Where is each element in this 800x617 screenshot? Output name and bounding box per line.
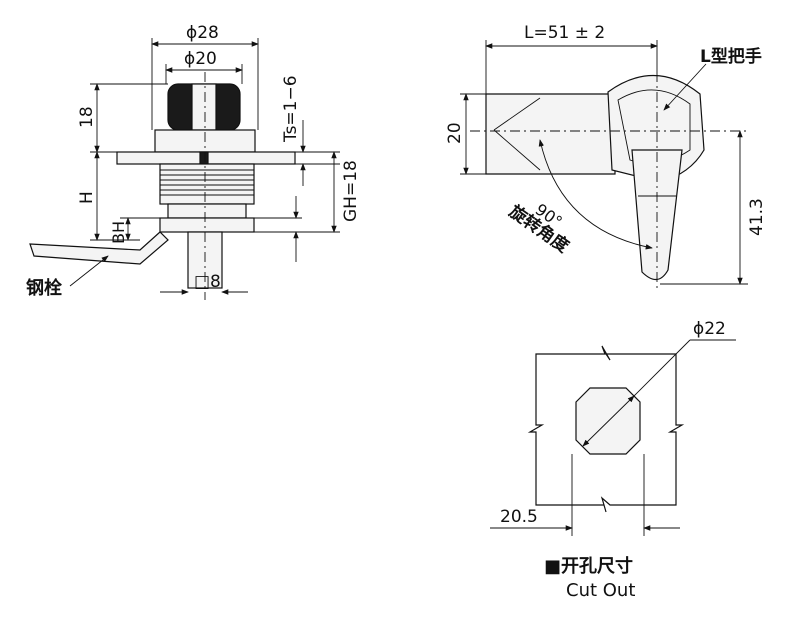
panel-outline xyxy=(527,345,685,513)
flange-center-mark xyxy=(199,151,209,165)
rotation-arc xyxy=(538,139,653,250)
thread-lines xyxy=(160,169,254,196)
cutout-title-en: Cut Out xyxy=(566,580,635,601)
dim-phi22: ϕ22 xyxy=(693,319,726,339)
front-view: L=51 ± 2 L型把手 20 41.3 90° 旋转角度 xyxy=(445,23,767,290)
dim-18: 18 xyxy=(77,106,97,128)
handle-bar xyxy=(485,93,616,175)
dim-phi20: ϕ20 xyxy=(184,49,217,69)
nut xyxy=(167,203,247,219)
dim-20: 20 xyxy=(445,122,465,144)
cutout-view: ϕ22 20.5 ■开孔尺寸 Cut Out xyxy=(490,319,736,601)
dim-phi28: ϕ28 xyxy=(186,23,219,43)
dim-ts: Ts=1−6 xyxy=(281,75,301,143)
dim-20-5: 20.5 xyxy=(500,507,538,527)
side-view: ϕ28 ϕ20 18 H BH Ts=1−6 GH=18 xyxy=(26,23,361,300)
label-handle: L型把手 xyxy=(700,46,762,67)
dim-bh: BH xyxy=(109,221,128,244)
latch-bar xyxy=(29,231,169,265)
dim-h: H xyxy=(77,191,97,204)
dim-gh: GH=18 xyxy=(341,160,361,222)
threaded-body xyxy=(159,163,255,205)
cam-washer xyxy=(159,217,255,233)
cutout-title-cn: ■开孔尺寸 xyxy=(544,555,633,577)
dim-sq8: □8 xyxy=(194,272,221,292)
dim-41-3: 41.3 xyxy=(747,198,767,236)
knob-key-slot xyxy=(191,83,217,131)
label-latch: 钢栓 xyxy=(26,277,62,299)
dim-length: L=51 ± 2 xyxy=(524,23,605,43)
